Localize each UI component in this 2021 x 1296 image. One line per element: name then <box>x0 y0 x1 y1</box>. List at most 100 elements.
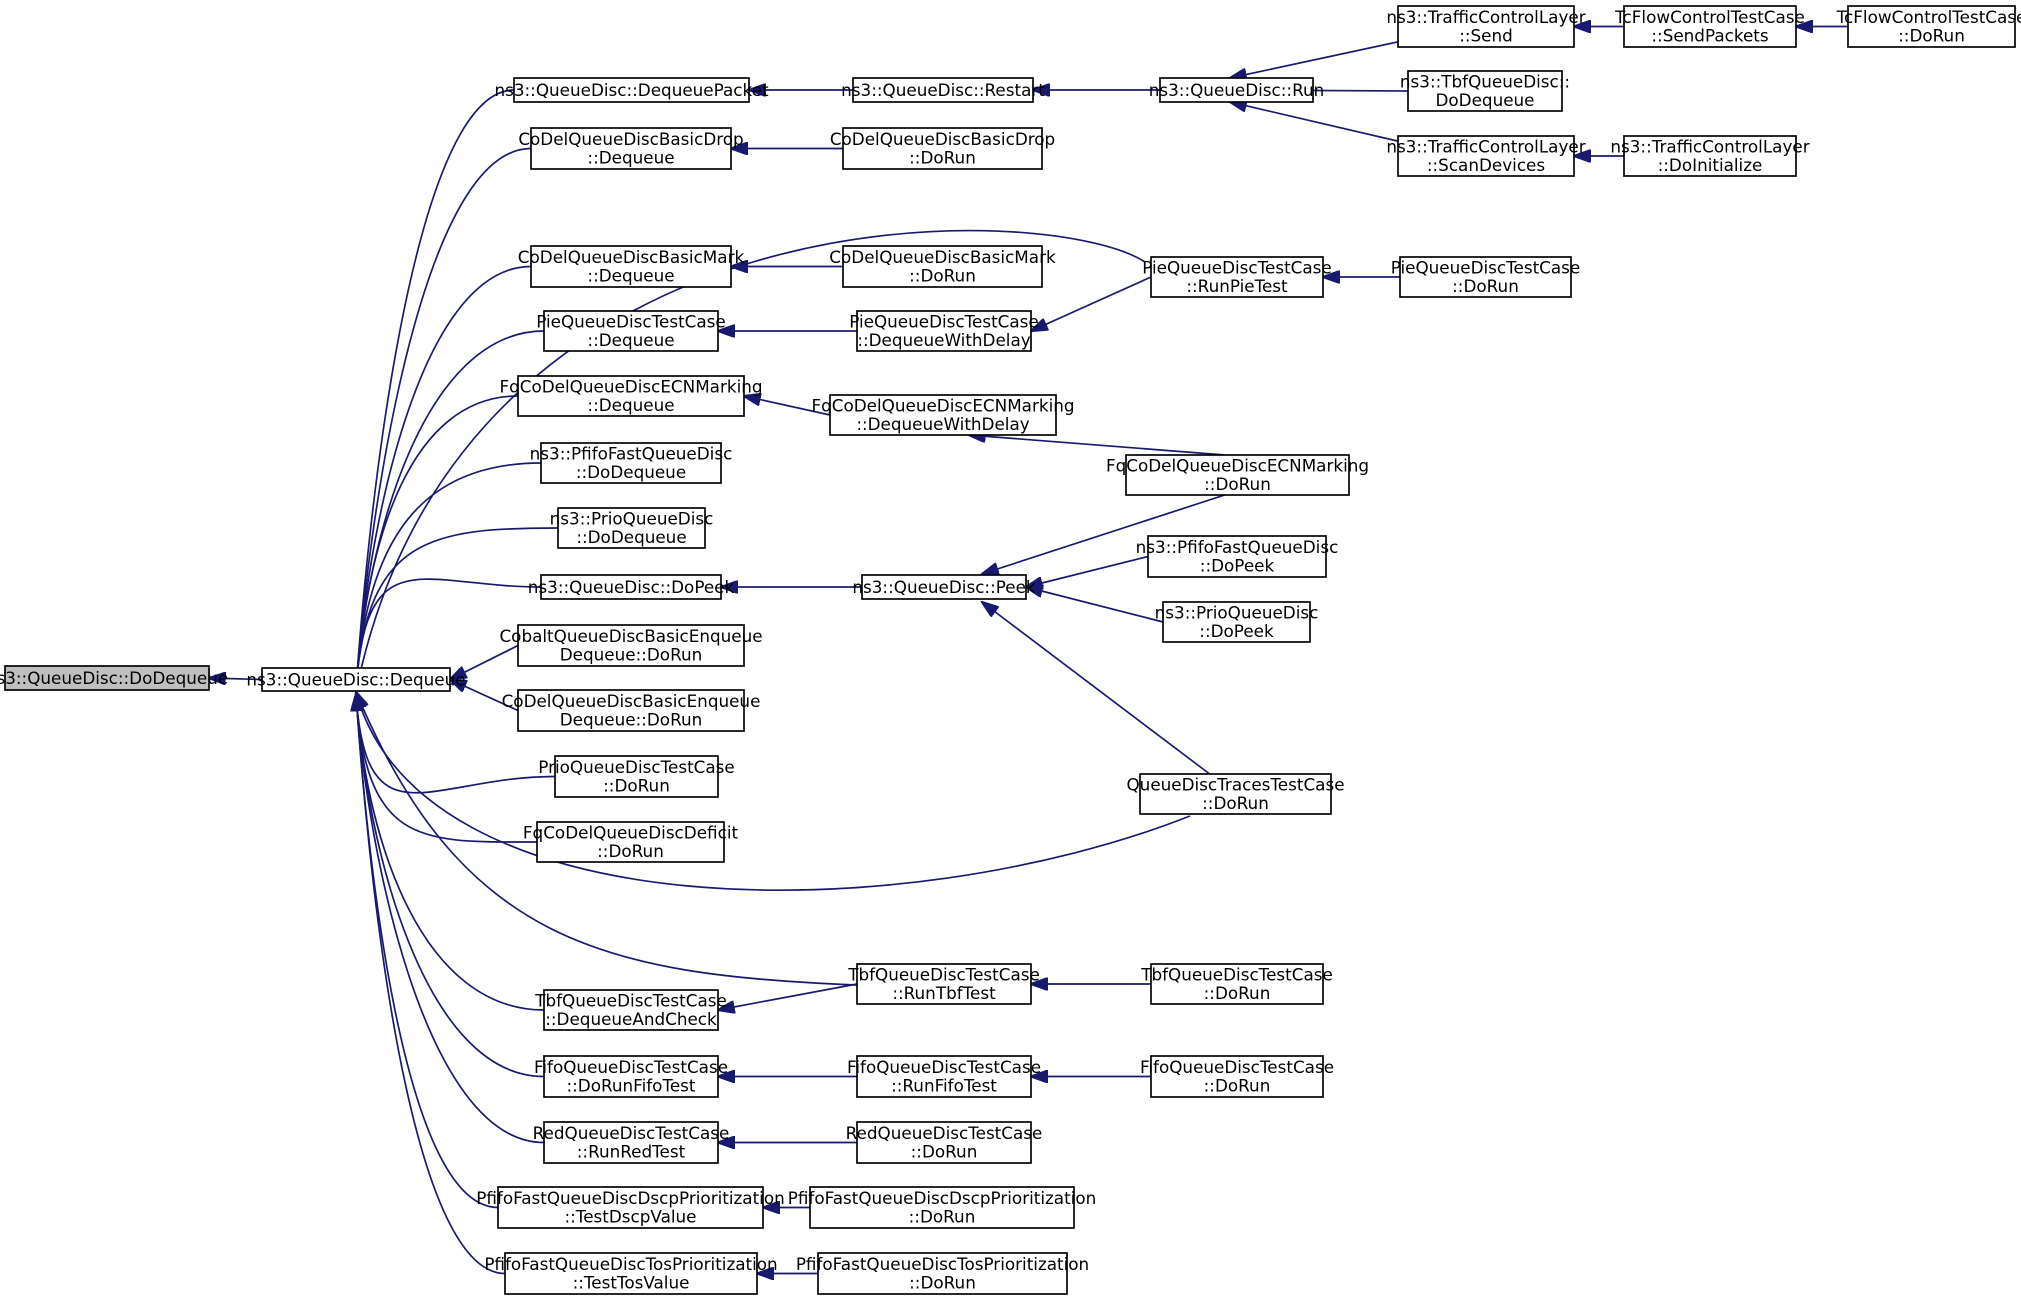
node-prioDoDeq[interactable]: ns3::PrioQueueDisc::DoDequeue <box>550 507 714 549</box>
node-tosTest[interactable]: PfifoFastQueueDiscTosPrioritization::Tes… <box>484 1252 778 1295</box>
node-label-line: ns3::QueueDisc::Peek <box>852 577 1036 597</box>
node-box <box>543 310 719 352</box>
node-box <box>1139 773 1332 815</box>
node-box <box>1407 70 1563 112</box>
node-fqEcnDeq[interactable]: FqCoDelQueueDiscECNMarking::Dequeue <box>499 375 763 417</box>
node-label-line: ::DoRun <box>911 1142 978 1162</box>
node-pieDeqDelay[interactable]: PieQueueDiscTestCase::DequeueWithDelay <box>849 310 1039 352</box>
node-tbfRunTest[interactable]: TbfQueueDiscTestCase::RunTbfTest <box>847 963 1040 1005</box>
node-pfifoDoDeq[interactable]: ns3::PfifoFastQueueDisc::DoDequeue <box>530 442 733 484</box>
node-label-line: RedQueueDiscTestCase <box>533 1123 730 1143</box>
node-box <box>856 963 1032 1005</box>
node-label-line: CoDelQueueDiscBasicDrop <box>830 129 1055 149</box>
node-codelDropRun[interactable]: CoDelQueueDiscBasicDrop::DoRun <box>830 127 1055 170</box>
node-codelMarkRun[interactable]: CoDelQueueDiscBasicMark::DoRun <box>829 245 1056 288</box>
node-piePieTest[interactable]: PieQueueDiscTestCase::RunPieTest <box>1142 256 1332 298</box>
node-redDoRun[interactable]: RedQueueDiscTestCase::DoRun <box>846 1121 1043 1164</box>
node-fqEcnDeqDelay[interactable]: FqCoDelQueueDiscECNMarking::DequeueWithD… <box>811 394 1075 436</box>
node-label-line: Dequeue::DoRun <box>560 645 703 665</box>
node-tbfDeqCheck[interactable]: TbfQueueDiscTestCase::DequeueAndCheck <box>534 989 727 1031</box>
node-codelDropDeq[interactable]: CoDelQueueDiscBasicDrop::Dequeue <box>518 127 744 170</box>
node-restart[interactable]: ns3::QueueDisc::Restart <box>841 77 1045 103</box>
node-label-line: ::TestTosValue <box>573 1273 690 1293</box>
node-tbfDoRun[interactable]: TbfQueueDiscTestCase::DoRun <box>1140 963 1333 1005</box>
node-label-line: CoDelQueueDiscBasicMark <box>829 247 1056 267</box>
node-box <box>1397 5 1575 48</box>
node-label-line: ns3::QueueDisc::DoDequeue <box>0 668 228 688</box>
node-prioTestRun[interactable]: PrioQueueDiscTestCase::DoRun <box>538 755 735 798</box>
node-dequeuePacket[interactable]: ns3::QueueDisc::DequeuePacket <box>494 77 769 103</box>
node-box <box>517 375 745 417</box>
node-root[interactable]: ns3::QueueDisc::DoDequeue <box>0 665 228 691</box>
node-label-line: ::DoRun <box>909 1207 976 1227</box>
edge-fqEcnDeq-to-dequeue <box>356 395 519 689</box>
node-dscpRun[interactable]: PfifoFastQueueDiscDscpPrioritization::Do… <box>788 1186 1097 1229</box>
node-run[interactable]: ns3::QueueDisc::Run <box>1149 77 1325 103</box>
node-label-line: ::Send <box>1459 26 1513 46</box>
node-box <box>829 394 1057 436</box>
node-fifoDoRun[interactable]: FifoQueueDiscTestCase::DoRun <box>1140 1055 1334 1098</box>
node-label-line: CoDelQueueDiscBasicDrop <box>518 129 743 149</box>
node-box <box>1397 135 1575 177</box>
node-tclInit[interactable]: ns3::TrafficControlLayer::DoInitialize <box>1610 135 1810 177</box>
node-cobalt[interactable]: CobaltQueueDiscBasicEnqueueDequeue::DoRu… <box>499 624 763 667</box>
node-fifoRunTest[interactable]: FifoQueueDiscTestCase::RunFifoTest <box>847 1055 1041 1098</box>
node-pieDeq[interactable]: PieQueueDiscTestCase::Dequeue <box>536 310 726 352</box>
node-pieDoRun[interactable]: PieQueueDiscTestCase::DoRun <box>1391 256 1581 298</box>
node-fqEcnRun[interactable]: FqCoDelQueueDiscECNMarking::DoRun <box>1106 454 1369 496</box>
node-fqDeficit[interactable]: FqCoDelQueueDiscDeficit::DoRun <box>523 821 739 863</box>
node-box <box>1399 256 1572 298</box>
node-label-line: ::RunFifoTest <box>891 1076 997 1096</box>
node-tclSend[interactable]: ns3::TrafficControlLayer::Send <box>1386 5 1586 48</box>
node-pfifoDoPeek[interactable]: ns3::PfifoFastQueueDisc::DoPeek <box>1136 535 1339 578</box>
node-box <box>1162 601 1311 643</box>
node-box <box>1623 5 1797 48</box>
edge-dscpTest-to-dequeue <box>356 695 499 1209</box>
edge-codelEnqDeq-to-dequeue <box>450 680 519 712</box>
node-label-line: ::DoRun <box>603 776 670 796</box>
node-label-line: TbfQueueDiscTestCase <box>847 964 1040 984</box>
edge-tracesRun-to-peek <box>982 602 1211 775</box>
node-label-line: ::DoRun <box>1452 276 1519 296</box>
edge-pfifoDoPeek-to-peek <box>1026 555 1149 588</box>
node-dscpTest[interactable]: PfifoFastQueueDiscDscpPrioritization::Te… <box>476 1186 785 1229</box>
node-label-line: PfifoFastQueueDiscDscpPrioritization <box>788 1188 1097 1208</box>
node-label-line: PieQueueDiscTestCase <box>1142 257 1332 277</box>
node-prioDoPeek[interactable]: ns3::PrioQueueDisc::DoPeek <box>1155 601 1319 643</box>
node-box <box>842 245 1043 288</box>
node-label-line: CoDelQueueDiscBasicEnqueue <box>502 691 761 711</box>
node-box <box>540 442 722 484</box>
node-tcDoRun[interactable]: TcFlowControlTestCase::DoRun <box>1836 5 2021 48</box>
edge-doPeek-to-dequeue <box>356 578 541 689</box>
node-label-line: FifoQueueDiscTestCase <box>534 1057 728 1077</box>
node-label-line: DoDequeue <box>1435 90 1534 110</box>
node-box <box>1847 5 2016 48</box>
node-label-line: ns3::TbfQueueDisc:: <box>1400 71 1570 91</box>
node-tracesRun[interactable]: QueueDiscTracesTestCase::DoRun <box>1126 773 1345 815</box>
edge-fqEcnRun-to-peek <box>982 494 1225 574</box>
edge-fqDeficit-to-dequeue <box>356 695 538 843</box>
node-tbfDoDequeue[interactable]: ns3::TbfQueueDisc::DoDequeue <box>1400 70 1570 112</box>
node-redRunTest[interactable]: RedQueueDiscTestCase::RunRedTest <box>533 1121 730 1164</box>
node-dequeue[interactable]: ns3::QueueDisc::Dequeue <box>246 667 466 692</box>
node-box <box>543 1121 719 1164</box>
node-doPeek[interactable]: ns3::QueueDisc::DoPeek <box>528 574 735 600</box>
node-tcSendPackets[interactable]: TcFlowControlTestCase::SendPackets <box>1614 5 1805 48</box>
edge-prioDoPeek-to-peek <box>1026 587 1164 623</box>
node-peek[interactable]: ns3::QueueDisc::Peek <box>852 574 1036 600</box>
node-fifoDoRunTest[interactable]: FifoQueueDiscTestCase::DoRunFifoTest <box>534 1055 728 1098</box>
node-label-line: ns3::TrafficControlLayer <box>1610 136 1809 156</box>
node-box <box>557 507 706 549</box>
node-box <box>856 1055 1032 1098</box>
node-label-line: ns3::QueueDisc::Restart <box>841 80 1045 100</box>
edge-piePieTest-to-dequeue <box>356 229 1146 692</box>
node-tclScan[interactable]: ns3::TrafficControlLayer::ScanDevices <box>1386 135 1586 177</box>
node-label-line: PieQueueDiscTestCase <box>849 311 1039 331</box>
node-codelMarkDeq[interactable]: CoDelQueueDiscBasicMark::Dequeue <box>518 245 745 288</box>
node-tosRun[interactable]: PfifoFastQueueDiscTosPrioritization::DoR… <box>796 1252 1089 1295</box>
node-label-line: ns3::QueueDisc::Run <box>1149 80 1325 100</box>
node-box <box>543 1055 719 1098</box>
node-label-line: ::RunRedTest <box>577 1142 686 1162</box>
node-box <box>1150 1055 1324 1098</box>
